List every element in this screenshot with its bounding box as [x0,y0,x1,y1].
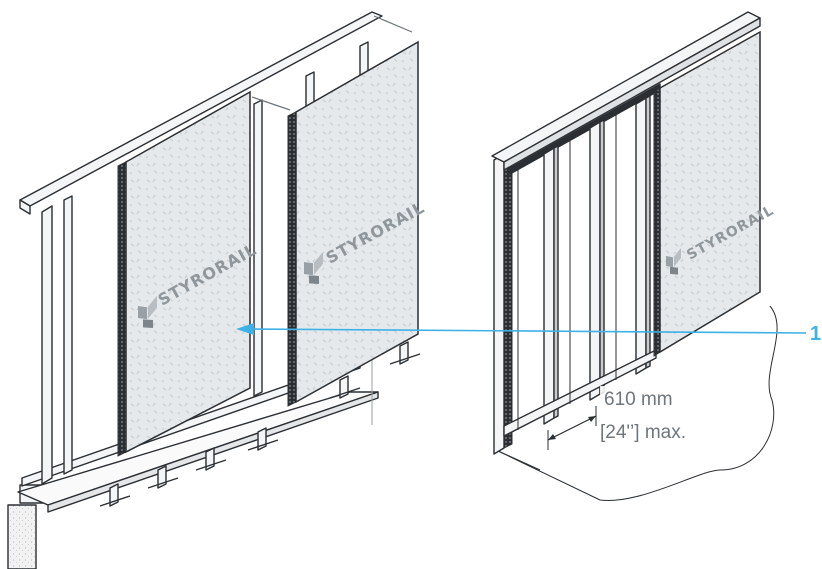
callout-pointer: 1 [236,323,821,345]
stud [543,147,555,425]
foundation [7,504,37,569]
styrorail-board-1 [117,90,251,457]
dimension-value: 610 mm [604,389,673,410]
stud [63,195,73,475]
bottom-plate [503,349,657,437]
stud [589,121,601,401]
floor-joists [99,341,421,507]
stud [41,205,53,485]
styrorail-logo-icon [138,295,157,329]
styrorail-logo-icon [304,251,323,285]
styrorail-logo-icon [666,248,681,275]
dimension-arrow-icon [547,415,597,441]
callout-arrow-icon [236,323,254,335]
callout-number: 1 [810,323,821,345]
dimension-limit: [24'’] max. [600,422,686,443]
bottom-plate [21,359,361,487]
dimension-arrow-icon [251,15,413,111]
end-stud [493,153,505,455]
callout-line [249,328,807,334]
stud [253,99,263,397]
styrorail-board-2 [287,40,419,407]
styrorail-board-3 [653,30,761,357]
left-wall-assembly [7,11,421,569]
spacing-dimension: 610 mm [24'’] max. [547,386,715,450]
